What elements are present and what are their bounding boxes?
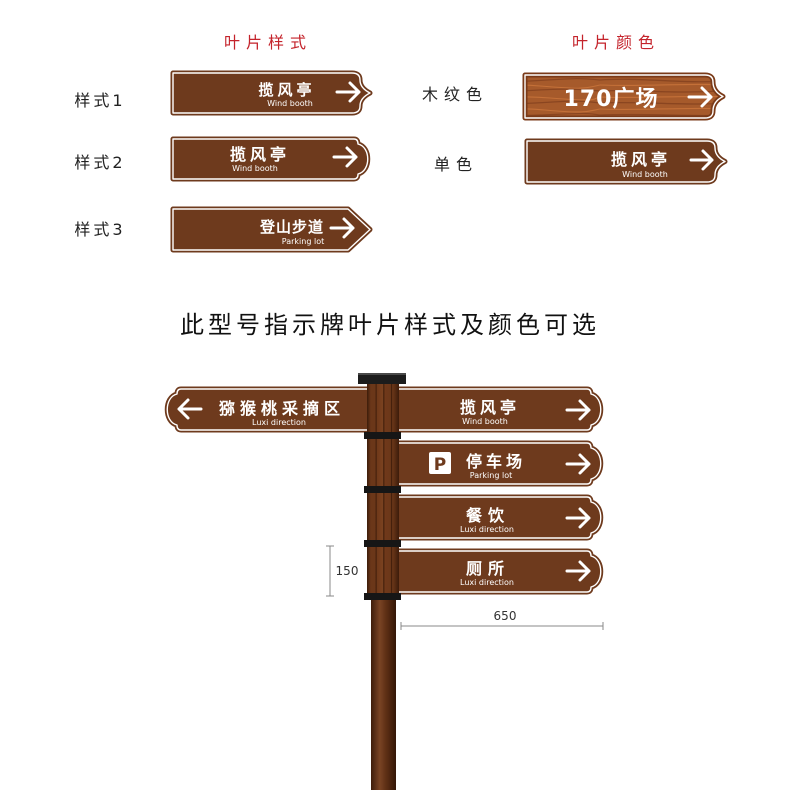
signpost-left-blade: 猕猴桃采摘区 Luxi direction [164, 386, 378, 433]
signpost-right-blade-4: 厕所 Luxi direction [395, 548, 604, 595]
pole-lower [371, 597, 396, 790]
style2-blade-subtext: Wind booth [232, 164, 278, 173]
wood-color-label: 木纹色 [422, 85, 488, 104]
colors-section-title: 叶片颜色 [572, 33, 660, 52]
wood-blade-border [524, 74, 724, 119]
arrow-right-icon [335, 81, 361, 103]
width-dimension-line [400, 622, 604, 630]
right-blade-1-border [397, 388, 602, 431]
left-blade-border [166, 388, 376, 431]
style3-blade-text: 登山步道 [259, 218, 324, 236]
signpost-right-blade-3: 餐饮 Luxi direction [395, 494, 604, 541]
right-blade-2-subtext: Parking lot [470, 471, 512, 480]
arrow-right-icon [332, 146, 358, 168]
pole-band-3 [364, 540, 401, 547]
arrow-right-icon [565, 453, 591, 475]
single-blade-subtext: Wind booth [622, 170, 668, 179]
parking-badge [429, 452, 451, 474]
blade-height-dimension: 150 [326, 545, 359, 597]
single-color-label: 单色 [434, 155, 478, 174]
parking-badge-letter: P [434, 455, 446, 475]
style2-blade: 揽风亭 Wind booth [170, 136, 371, 182]
style3-blade: 登山步道 Parking lot [170, 206, 373, 253]
style2-blade-border [172, 138, 369, 180]
blade-width-dimension: 650 [400, 609, 604, 630]
pole-band-2 [364, 486, 401, 493]
pole-band-4 [364, 593, 401, 600]
left-blade-text: 猕猴桃采摘区 [219, 399, 345, 418]
single-blade-border [526, 140, 726, 183]
style1-blade-subtext: Wind booth [267, 99, 313, 108]
style1-blade-border [172, 72, 371, 114]
right-blade-4-text: 厕所 [466, 559, 510, 578]
signpost-right-blade-2: P 停车场 Parking lot [395, 440, 604, 487]
pole-band-1 [364, 432, 401, 439]
arrow-right-icon [565, 399, 591, 421]
arrow-right-icon [689, 149, 714, 171]
width-dimension-value: 650 [494, 609, 517, 623]
height-dimension-line [326, 545, 334, 597]
caption: 此型号指示牌叶片样式及颜色可选 [180, 311, 600, 339]
arrow-right-icon [329, 217, 355, 239]
left-blade-subtext: Luxi direction [252, 418, 306, 427]
arrow-left-icon [177, 398, 203, 420]
style3-blade-subtext: Parking lot [282, 237, 324, 246]
parking-icon: P [429, 452, 451, 475]
right-blade-3-text: 餐饮 [465, 506, 510, 525]
arrow-right-icon [687, 86, 713, 108]
style1-label: 样式1 [74, 91, 125, 110]
right-blade-1-subtext: Wind booth [462, 417, 508, 426]
arrow-right-icon [565, 560, 591, 582]
right-blade-1-text: 揽风亭 [460, 398, 520, 417]
right-blade-3-border [397, 496, 602, 539]
arrow-right-icon [565, 507, 591, 529]
pole-cap [358, 373, 406, 384]
signpost-right-blade-1: 揽风亭 Wind booth [395, 386, 604, 433]
single-blade-text: 揽风亭 [611, 150, 671, 169]
pole-cap-highlight [358, 373, 406, 375]
right-blade-4-subtext: Luxi direction [460, 578, 514, 587]
style3-label: 样式3 [74, 220, 125, 239]
right-blade-2-text: 停车场 [466, 452, 526, 471]
style2-label: 样式2 [74, 153, 125, 172]
right-blade-2-border [397, 442, 602, 485]
style1-blade: 揽风亭 Wind booth [170, 70, 373, 116]
styles-section-title: 叶片样式 [224, 33, 312, 52]
wood-color-blade: 170广场 [522, 72, 726, 121]
height-dimension-value: 150 [336, 564, 359, 578]
single-color-blade: 揽风亭 Wind booth [524, 138, 728, 185]
style1-blade-text: 揽风亭 [258, 81, 315, 99]
right-blade-3-subtext: Luxi direction [460, 525, 514, 534]
style2-blade-text: 揽风亭 [230, 145, 290, 164]
style3-blade-border [172, 208, 371, 251]
right-blade-4-border [397, 550, 602, 593]
signpost-pole [358, 373, 406, 790]
wood-blade-text: 170广场 [564, 86, 659, 112]
